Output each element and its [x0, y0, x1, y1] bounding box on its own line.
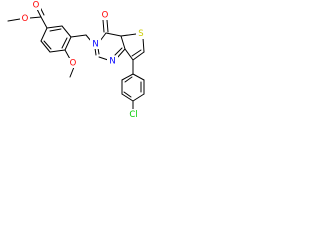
label-background	[125, 109, 142, 120]
bond	[120, 35, 126, 50]
bond	[114, 47, 123, 56]
bond	[40, 27, 48, 42]
bond	[132, 73, 145, 81]
label-background	[100, 10, 110, 20]
label-background	[136, 28, 146, 39]
molecule-svg: O O O O N N S Cl	[7, 0, 146, 120]
label-background	[90, 39, 101, 49]
bond	[49, 49, 66, 53]
bond	[132, 51, 145, 61]
bond	[46, 25, 63, 29]
label-background	[107, 56, 118, 66]
label-background	[68, 58, 78, 68]
bond	[61, 37, 68, 49]
molecule-diagram: O O O O N N S Cl	[0, 0, 192, 123]
bond	[142, 37, 145, 53]
bond	[69, 66, 75, 78]
bond	[40, 40, 51, 53]
atom-n1: N	[109, 57, 115, 67]
label-background	[20, 13, 30, 24]
bond	[29, 16, 42, 19]
bond	[102, 19, 105, 33]
bond	[43, 40, 52, 50]
bond	[121, 73, 134, 81]
bond-layer	[7, 6, 145, 110]
atom-o-ester-carbonyl: O	[33, 1, 40, 11]
bond	[123, 91, 132, 98]
bond	[116, 48, 126, 59]
atom-label-layer: O O O O N N S Cl	[20, 0, 146, 120]
bond	[64, 49, 71, 60]
bond	[132, 93, 145, 102]
label-background	[31, 0, 41, 10]
bond	[61, 25, 72, 38]
bond	[124, 76, 133, 83]
atom-n3: N	[92, 40, 98, 50]
bond	[36, 8, 42, 18]
bond	[64, 36, 72, 51]
bond	[120, 33, 137, 37]
bond	[131, 49, 142, 57]
bond	[7, 18, 21, 22]
bond	[124, 48, 134, 61]
bond	[40, 16, 48, 29]
atom-o-methoxy: O	[70, 59, 77, 69]
atom-o-ring-carbonyl: O	[102, 11, 109, 21]
bond	[49, 28, 62, 32]
bond	[98, 56, 109, 61]
bond	[94, 47, 97, 56]
bond	[105, 32, 122, 37]
bond	[70, 34, 87, 38]
atom-s: S	[138, 29, 143, 39]
bond	[121, 93, 134, 102]
atom-o-ester: O	[22, 14, 29, 24]
bond	[106, 19, 109, 33]
atom-cl: Cl	[129, 110, 137, 120]
